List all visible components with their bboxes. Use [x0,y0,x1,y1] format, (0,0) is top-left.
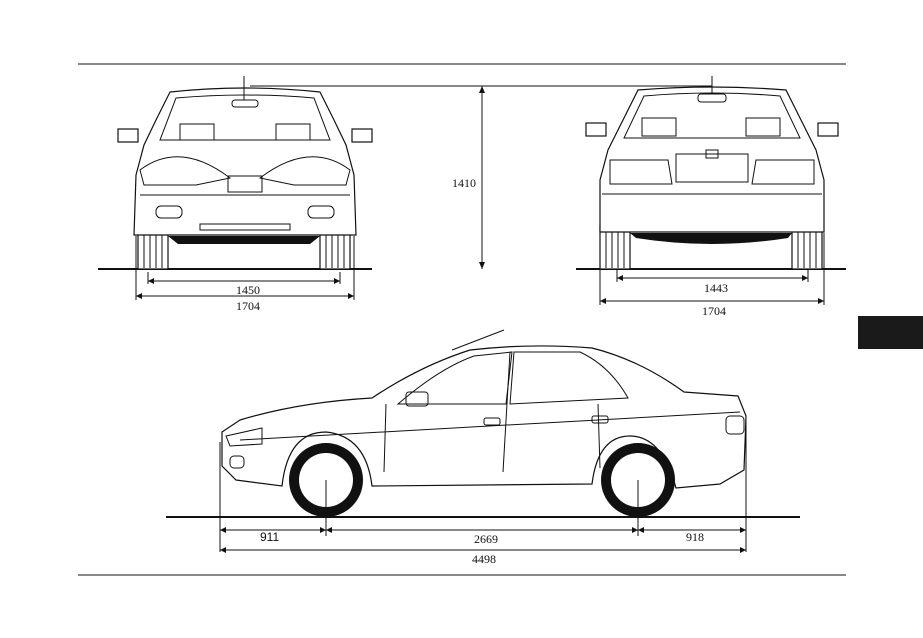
rear-track-label: 1443 [704,281,728,295]
side-body-outline [221,345,747,489]
front-tire-tread [143,232,345,268]
rear-overhang-label: 918 [686,530,704,544]
rear-plate-recess [675,153,749,183]
rear-badge [705,149,719,159]
rear-width-label: 1704 [702,304,726,318]
front-foglight-left [155,205,183,219]
side-antenna [451,329,505,351]
side-rear-handle [591,415,609,424]
side-front-door-edge [383,403,387,473]
rear-right-tire [791,225,823,270]
rear-tire-tread [605,230,817,268]
rear-left-tire [599,225,631,270]
front-width-label: 1704 [236,299,260,313]
overall-length-label: 4498 [472,552,496,566]
height-label: 1410 [452,176,476,190]
front-windshield [159,94,331,141]
rear-body-outline [599,86,825,233]
side-headlight [225,427,263,447]
side-foglight [229,455,245,469]
front-right-wing-mirror [351,128,373,143]
side-taillight [725,415,745,435]
front-underbody [168,236,320,244]
front-left-wing-mirror [117,128,139,143]
height-dimension: 1410 [250,85,712,269]
front-seat-left [179,123,215,141]
front-overhang-label: 911 [260,530,279,544]
side-front-handle [483,417,501,426]
side-rear-door-edge [597,403,601,469]
front-headlight-left [139,156,232,186]
rear-window [623,92,801,139]
rear-left-wing-mirror [585,122,607,137]
rear-underbody [630,233,792,244]
side-rear-window [509,351,629,405]
rear-view: 1443 1704 [576,76,846,318]
front-mirror [231,99,259,108]
front-grille-badge [227,175,263,193]
front-track-label: 1450 [236,283,260,297]
side-b-pillar [502,351,511,473]
rear-seat-left [641,117,677,137]
rear-seat-right [745,117,781,137]
front-view: 1450 1704 [98,76,373,313]
segment-arrows [220,527,746,533]
front-body-outline [133,87,357,236]
rear-right-wing-mirror [817,122,839,137]
wheelbase-label: 2669 [474,532,498,546]
front-lower-intake [199,223,291,231]
side-front-window [396,351,513,405]
front-foglight-right [307,205,335,219]
rear-taillight-right [751,159,815,185]
side-mirror [405,391,429,407]
side-view: 911 2669 918 4498 [166,329,800,566]
side-body-crease [239,411,741,441]
front-headlight-right [258,156,351,186]
rear-taillight-left [609,159,673,185]
front-seat-right [275,123,311,141]
section-tab [858,316,923,349]
